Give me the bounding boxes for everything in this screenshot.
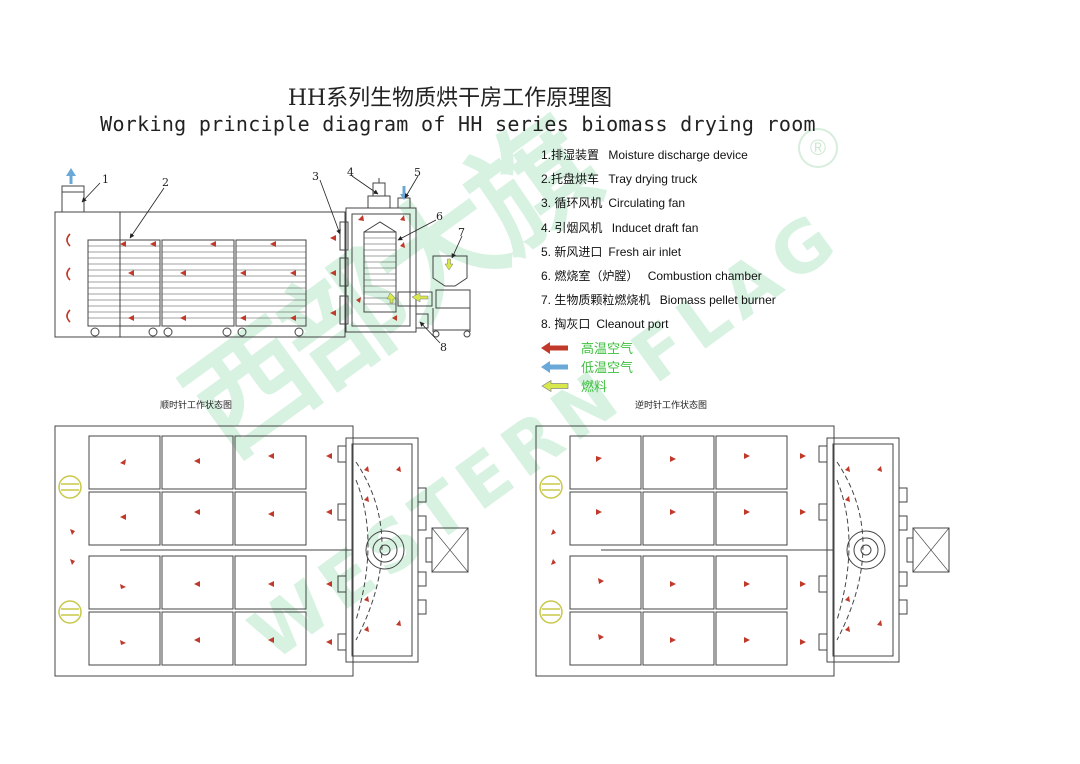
tray-drying-truck-2 [161,239,235,327]
drying-room-body [54,211,346,338]
callout-3: 3 [312,170,319,183]
plan-view-clockwise [54,425,469,677]
plan-view-counterclockwise [535,425,950,677]
cold-air-arrow-icon [541,360,568,373]
legend-number: 7. [541,293,552,308]
furnace-outline [826,437,900,663]
legend-english: Tray drying truck [608,172,698,187]
legend-chinese: 掏灰口 [554,317,591,332]
legend-number: 3. [541,196,552,211]
hot-air-arrows-side [66,215,405,323]
legend-english: Fresh air inlet [608,244,682,259]
legend-item: 3. 循环风机 Circulating fan [541,194,776,218]
legend-chinese: 新风进口 [554,244,603,259]
biomass-pellet-burner [397,255,471,338]
component-legend: 1.排湿装置 Moisture discharge device 2.托盘烘车 … [541,146,776,340]
legend-number: 5. [541,244,552,259]
counterclockwise-airflow-arrows [551,453,882,645]
side-view-airflow [66,168,454,323]
legend-english: Moisture discharge device [608,148,748,162]
callout-8: 8 [440,341,447,354]
subtitle-clockwise: 顺时针工作状态图 [160,401,233,411]
callout-leaders [81,175,463,344]
legend-item: 8. 掏灰口 Cleanout port [541,315,776,339]
legend-english: Cleanout port [596,317,669,332]
title-english: Working principle diagram of HH series b… [100,112,816,136]
subtitle-counterclockwise: 逆时针工作状态图 [635,401,708,411]
furnace-housing [339,207,417,333]
legend-english: Circulating fan [608,196,686,211]
exhaust-arrow-icon [66,168,76,184]
tray-drying-truck-1 [87,239,161,327]
airflow-key: 高温空气 低温空气 燃料 [541,338,633,395]
callout-2: 2 [162,176,169,189]
fuel-arrows-side [386,258,454,304]
callout-6: 6 [436,210,443,223]
legend-number: 1. [541,148,552,162]
side-view [54,178,471,338]
room-outline [54,425,354,677]
callout-1: 1 [102,173,109,186]
inducet-draft-fan [367,178,391,209]
combustion-chamber [363,221,397,313]
legend-chinese: 生物质颗粒燃烧机 [554,293,651,308]
truck-wheels [90,327,304,337]
fuel-arrow-icon [541,379,569,392]
legend-chinese: 循环风机 [554,196,603,211]
registered-mark: ® [798,128,838,168]
legend-item: 2.托盘烘车 Tray drying truck [541,170,776,194]
legend-number: 8. [541,317,552,332]
legend-english: Biomass pellet burner [659,293,776,308]
legend-number: 4. [541,220,552,235]
legend-number: 6. [541,268,552,283]
legend-chinese: 排湿装置 [551,148,600,162]
legend-english: Combustion chamber [647,268,762,283]
legend-item: 5. 新风进口 Fresh air inlet [541,243,776,267]
legend-item: 7. 生物质颗粒燃烧机 Biomass pellet burner [541,291,776,315]
callout-5: 5 [414,166,421,179]
legend-chinese: 引烟风机 [554,220,603,235]
legend-item: 6. 燃烧室（炉膛） Combustion chamber [541,267,776,291]
callout-numbers: 1 2 3 4 5 6 7 8 [102,166,465,354]
legend-item: 4. 引烟风机 Inducet draft fan [541,219,776,243]
furnace-outline [345,437,419,663]
clockwise-airflow-arrows [70,453,401,645]
cleanout-port [415,313,429,329]
callout-4: 4 [347,166,354,179]
legend-chinese: 燃烧室（炉膛） [554,268,639,283]
key-label: 燃料 [581,380,608,395]
moisture-vent-icons [58,475,82,624]
key-label: 高温空气 [581,342,634,357]
hot-air-arrow-icon [541,341,568,354]
moisture-discharge-device [61,185,85,213]
key-label: 低温空气 [581,361,634,376]
legend-chinese: 托盘烘车 [551,172,600,187]
key-hot-air: 高温空气 [541,338,633,357]
key-fuel: 燃料 [541,376,633,395]
moisture-vent-icons [539,475,563,624]
legend-item: 1.排湿装置 Moisture discharge device [541,146,776,170]
tray-drying-truck-3 [235,239,307,327]
title-chinese: HH系列生物质烘干房工作原理图 [287,86,613,111]
key-cold-air: 低温空气 [541,357,633,376]
legend-english: Inducet draft fan [611,220,699,235]
legend-number: 2. [541,172,552,187]
callout-7: 7 [458,226,465,239]
room-outline [535,425,835,677]
